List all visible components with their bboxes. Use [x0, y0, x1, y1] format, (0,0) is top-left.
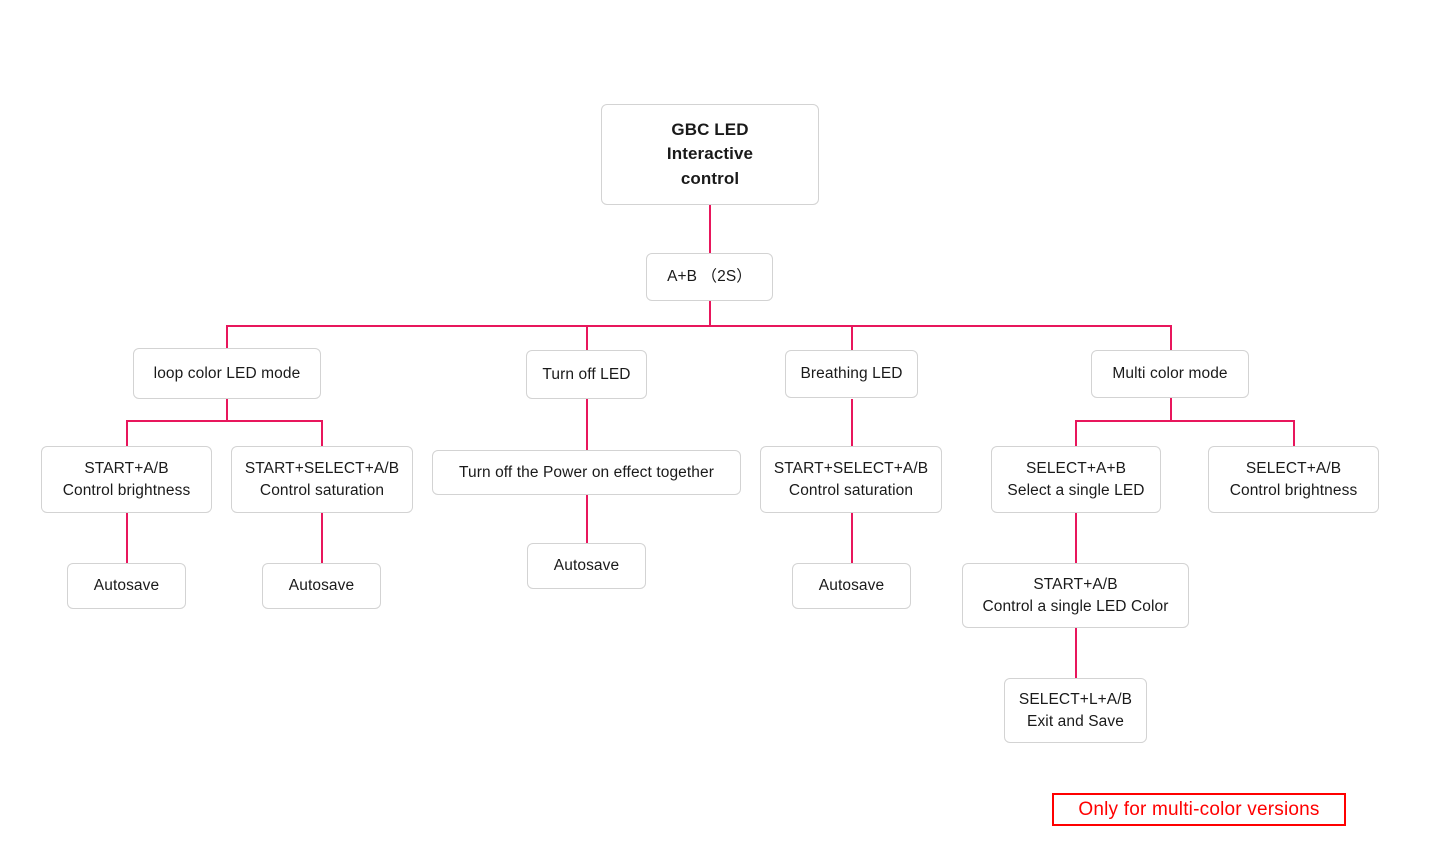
node-turn-off-power-on-effect-label: Turn off the Power on effect together — [458, 463, 714, 481]
node-multi-exit-and-save[interactable]: SELECT+L+A/B Exit and Save — [1004, 678, 1147, 743]
node-breathing-autosave-label: Autosave — [818, 577, 885, 594]
connector-loop-to-saturation — [321, 420, 323, 446]
connector-level2-bar — [226, 325, 1172, 327]
connector-breathing-saturation-to-autosave — [851, 513, 853, 563]
node-multi-control-single-led-color[interactable]: START+A/B Control a single LED Color — [962, 563, 1189, 628]
connector-loop-down — [226, 399, 228, 421]
node-loop-autosave-right[interactable]: Autosave — [262, 563, 381, 609]
node-turn-off-led-label: Turn off LED — [542, 365, 631, 383]
node-breathing-autosave[interactable]: Autosave — [792, 563, 911, 609]
connector-bar-to-loop — [226, 325, 228, 348]
connector-multicolor-to-brightness — [1293, 420, 1295, 446]
node-multi-select-single-led-label: SELECT+A+B Select a single LED — [1007, 459, 1145, 499]
node-breathing-led-label: Breathing LED — [800, 365, 903, 382]
node-multi-exit-and-save-label: SELECT+L+A/B Exit and Save — [1018, 690, 1133, 730]
node-loop-control-brightness[interactable]: START+A/B Control brightness — [41, 446, 212, 513]
node-multi-color-mode[interactable]: Multi color mode — [1091, 350, 1249, 398]
node-turn-off-autosave-label: Autosave — [553, 557, 620, 574]
node-multi-control-single-led-color-label: START+A/B Control a single LED Color — [982, 575, 1169, 615]
node-breathing-control-saturation[interactable]: START+SELECT+A/B Control saturation — [760, 446, 942, 513]
node-loop-control-saturation[interactable]: START+SELECT+A/B Control saturation — [231, 446, 413, 513]
annotation-multi-color-versions: Only for multi-color versions — [1052, 793, 1346, 826]
connector-bar-to-breathing — [851, 325, 853, 350]
connector-select-single-to-single-color — [1075, 513, 1077, 563]
node-loop-autosave-right-label: Autosave — [288, 577, 355, 594]
node-loop-color-led-mode[interactable]: loop color LED mode — [133, 348, 321, 399]
connector-root-to-trigger — [709, 205, 711, 253]
node-multi-color-mode-label: Multi color mode — [1112, 365, 1228, 382]
node-loop-color-led-mode-label: loop color LED mode — [153, 364, 301, 382]
connector-loop-split-bar — [126, 420, 323, 422]
node-root-label: GBC LED Interactive control — [666, 119, 754, 188]
node-multi-control-brightness-label: SELECT+A/B Control brightness — [1229, 459, 1358, 499]
node-loop-autosave-left-label: Autosave — [93, 577, 160, 594]
node-breathing-led[interactable]: Breathing LED — [785, 350, 918, 398]
connector-bar-to-multicolor — [1170, 325, 1172, 350]
node-loop-autosave-left[interactable]: Autosave — [67, 563, 186, 609]
node-breathing-control-saturation-label: START+SELECT+A/B Control saturation — [773, 459, 929, 499]
node-turn-off-led[interactable]: Turn off LED — [526, 350, 647, 399]
node-trigger[interactable]: A+B （2S） — [646, 253, 773, 301]
connector-power-to-autosave — [586, 495, 588, 544]
connector-multicolor-to-select-single — [1075, 420, 1077, 446]
connector-multicolor-split-bar — [1075, 420, 1295, 422]
node-turn-off-power-on-effect[interactable]: Turn off the Power on effect together — [432, 450, 741, 495]
connector-multicolor-down — [1170, 398, 1172, 421]
connector-loop-to-brightness — [126, 420, 128, 446]
connector-trigger-down — [709, 301, 711, 326]
connector-brightness-to-autosave — [126, 513, 128, 563]
connector-saturation-to-autosave — [321, 513, 323, 563]
node-root[interactable]: GBC LED Interactive control — [601, 104, 819, 205]
node-multi-control-brightness[interactable]: SELECT+A/B Control brightness — [1208, 446, 1379, 513]
node-loop-control-saturation-label: START+SELECT+A/B Control saturation — [244, 459, 400, 499]
node-turn-off-autosave[interactable]: Autosave — [527, 543, 646, 589]
connector-breathing-to-saturation — [851, 399, 853, 446]
annotation-label: Only for multi-color versions — [1078, 798, 1320, 820]
node-trigger-label: A+B （2S） — [667, 268, 752, 285]
connector-turnoff-to-power — [586, 399, 588, 450]
node-loop-control-brightness-label: START+A/B Control brightness — [62, 459, 191, 499]
node-multi-select-single-led[interactable]: SELECT+A+B Select a single LED — [991, 446, 1161, 513]
connector-single-color-to-exit-save — [1075, 628, 1077, 678]
connector-bar-to-turnoff — [586, 325, 588, 350]
